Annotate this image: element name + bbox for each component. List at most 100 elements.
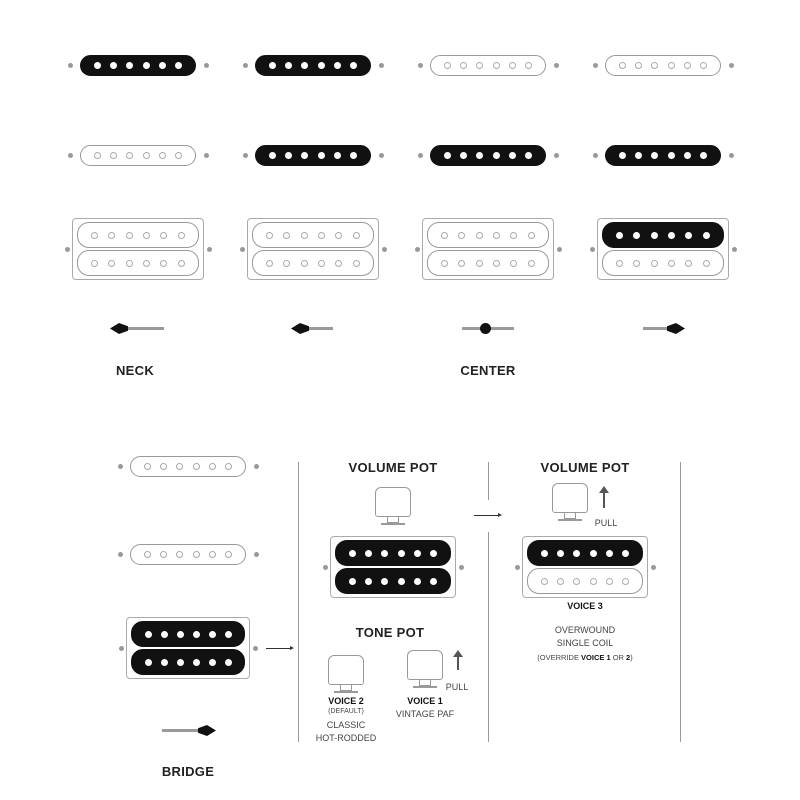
pole-piece [493, 259, 501, 267]
pole-piece [144, 630, 152, 638]
pole-piece [573, 549, 581, 557]
single-coil-active [605, 144, 721, 166]
pole-piece [158, 151, 166, 159]
single-coil-active [430, 144, 546, 166]
screw-icon [379, 153, 384, 158]
pole-piece [175, 61, 183, 69]
coil-active [335, 568, 451, 594]
pole-piece [493, 231, 501, 239]
screw-icon [240, 247, 245, 252]
pole-piece [224, 658, 232, 666]
tone-pot-title: TONE POT [355, 625, 425, 640]
pole-piece [176, 462, 184, 470]
humbucker-frame [247, 218, 379, 280]
pole-piece [176, 550, 184, 558]
screw-icon [118, 464, 123, 469]
pole-piece [364, 549, 372, 557]
pole-piece [91, 259, 99, 267]
single-coil-active [255, 54, 371, 76]
volume-pot-pull-title: VOLUME POT [540, 460, 630, 475]
override-voice2: 2 [626, 653, 631, 662]
pull-arrow-icon [599, 486, 609, 508]
pole-piece [159, 462, 167, 470]
pole-piece [476, 151, 484, 159]
arrow-right-icon [266, 646, 294, 650]
pole-piece [668, 259, 676, 267]
voice2-desc1: CLASSIC [326, 720, 366, 730]
coil-inactive [77, 222, 199, 248]
voice3-override: (OVERRIDE VOICE 1 OR 2) [537, 653, 632, 662]
pole-piece [301, 61, 309, 69]
screw-icon [243, 153, 248, 158]
pole-piece [667, 61, 675, 69]
pole-piece [616, 231, 624, 239]
pole-piece [300, 259, 308, 267]
coil-active [527, 540, 643, 566]
pole-piece [158, 61, 166, 69]
pole-piece [492, 61, 500, 69]
screw-icon [554, 63, 559, 68]
screw-icon [729, 63, 734, 68]
pole-piece [443, 151, 451, 159]
pole-piece [225, 550, 233, 558]
pole-piece [413, 549, 421, 557]
voice2-name: VOICE 2 [328, 696, 364, 706]
pole-piece [108, 259, 116, 267]
screw-icon [418, 153, 423, 158]
pole-piece [142, 151, 150, 159]
pole-piece [650, 259, 658, 267]
humbucker-frame [597, 218, 729, 280]
switch-tip [480, 323, 491, 334]
pole-piece [126, 151, 134, 159]
pole-piece [142, 61, 150, 69]
screw-icon [379, 63, 384, 68]
pole-piece [622, 577, 630, 585]
selector-switch-icon [462, 323, 514, 334]
pole-piece [348, 549, 356, 557]
coil-active [131, 649, 245, 675]
screw-icon [118, 552, 123, 557]
selector-switch-icon [643, 323, 685, 334]
screw-icon [119, 646, 124, 651]
screw-icon [418, 63, 423, 68]
pole-piece [350, 151, 358, 159]
pole-piece [160, 231, 168, 239]
pole-piece [492, 151, 500, 159]
screw-icon [554, 153, 559, 158]
screw-icon [253, 646, 258, 651]
screw-icon [68, 153, 73, 158]
pole-piece [618, 61, 626, 69]
pole-piece [317, 61, 325, 69]
pole-piece [381, 577, 389, 585]
pole-piece [160, 630, 168, 638]
pole-piece [177, 259, 185, 267]
screw-icon [729, 153, 734, 158]
pole-piece [556, 549, 564, 557]
screw-icon [243, 63, 248, 68]
screw-icon [207, 247, 212, 252]
pole-piece [651, 61, 659, 69]
pole-piece [208, 462, 216, 470]
humbucker-frame [126, 617, 250, 679]
screw-icon [590, 247, 595, 252]
coil-inactive [77, 250, 199, 276]
screw-icon [204, 153, 209, 158]
volume-pot-title: VOLUME POT [348, 460, 438, 475]
pole-piece [109, 61, 117, 69]
pole-piece [126, 61, 134, 69]
selector-switch-icon [291, 323, 333, 334]
pole-piece [397, 577, 405, 585]
pole-piece [318, 259, 326, 267]
single-coil-active [80, 54, 196, 76]
pole-piece [176, 658, 184, 666]
pole-piece [540, 577, 548, 585]
pole-piece [702, 259, 710, 267]
pole-piece [702, 231, 710, 239]
pole-piece [605, 549, 613, 557]
pull-arrow-icon [453, 650, 463, 670]
voice2-note: (DEFAULT) [328, 708, 364, 715]
coil-active [602, 222, 724, 248]
screw-icon [459, 565, 464, 570]
single-coil-inactive [605, 54, 721, 76]
